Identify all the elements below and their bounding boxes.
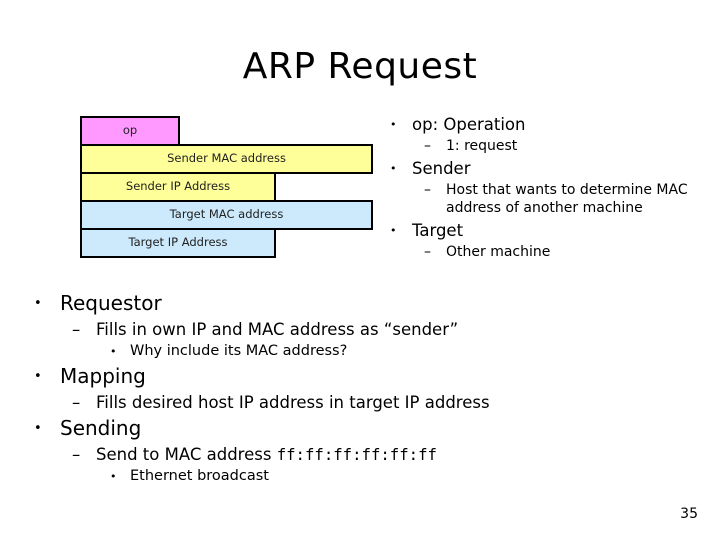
bullet-marker-icon: • xyxy=(110,470,117,483)
bullet-item: • Target xyxy=(390,220,690,242)
bullet-text-plain: Send to MAC address xyxy=(96,445,277,464)
packet-field-op: op xyxy=(80,116,180,146)
bullet-marker-icon: – xyxy=(424,181,431,198)
bullet-text: Sender xyxy=(412,158,471,178)
packet-field-target-ip-address: Target IP Address xyxy=(80,228,276,258)
bullet-marker-icon: • xyxy=(110,345,117,358)
bullet-marker-icon: • xyxy=(34,421,42,436)
bullet-item: • Mapping xyxy=(34,364,674,389)
bullet-text: op: Operation xyxy=(412,115,526,134)
right-bullet-list: •op: Operation–1: request•Sender–Host th… xyxy=(390,112,690,261)
packet-field-sender-mac-address: Sender MAC address xyxy=(80,144,373,174)
bullet-text: Other machine xyxy=(446,243,551,260)
bullet-text: Send to MAC address ff:ff:ff:ff:ff:ff xyxy=(96,444,674,465)
bullet-item: –Other machine xyxy=(424,243,690,262)
bullet-text: Mapping xyxy=(60,364,146,388)
packet-field-label: Sender MAC address xyxy=(167,151,286,166)
bullet-marker-icon: – xyxy=(72,445,81,464)
bullet-marker-icon: • xyxy=(34,369,42,384)
bullet-item: • Requestor xyxy=(34,291,674,316)
packet-field-label: op xyxy=(122,123,138,138)
bullet-text: Host that wants to determine MAC address… xyxy=(446,181,688,217)
bullet-item: –Fills desired host IP address in target… xyxy=(72,392,674,413)
bullet-marker-icon: – xyxy=(424,243,431,260)
bullet-marker-icon: – xyxy=(424,138,431,154)
bullet-text: 1: request xyxy=(446,138,518,154)
packet-field-label: Target MAC address xyxy=(169,207,284,222)
bullet-item: –Fills in own IP and MAC address as “sen… xyxy=(72,319,674,340)
page-title: ARP Request xyxy=(242,46,478,87)
bullet-marker-icon: • xyxy=(390,161,397,175)
bullet-item: • Ethernet broadcast xyxy=(110,467,674,486)
bullet-item: • Sending xyxy=(34,416,674,441)
bullet-text: Why include its MAC address? xyxy=(130,343,348,359)
packet-field-sender-ip-address: Sender IP Address xyxy=(80,172,276,202)
bullet-text: Sending xyxy=(60,416,142,440)
bullet-item: • op: Operation xyxy=(390,114,690,136)
bottom-bullet-list: •Requestor–Fills in own IP and MAC addre… xyxy=(34,288,674,486)
bullet-item: –1: request xyxy=(424,137,690,156)
bullet-item: • Sender xyxy=(390,158,690,180)
bullet-text: Fills in own IP and MAC address as “send… xyxy=(96,320,459,339)
bullet-marker-icon: – xyxy=(72,320,81,339)
packet-field-label: Target IP Address xyxy=(128,235,228,250)
bullet-item: • Why include its MAC address? xyxy=(110,342,674,361)
bullet-marker-icon: • xyxy=(34,296,42,311)
bullet-marker-icon: • xyxy=(390,223,397,237)
bullet-text: Ethernet broadcast xyxy=(130,468,269,484)
bullet-text: Target xyxy=(412,220,464,240)
packet-field-label: Sender IP Address xyxy=(125,179,231,194)
page-number: 35 xyxy=(680,506,698,522)
bullet-item: –Host that wants to determine MAC addres… xyxy=(424,181,690,218)
bullet-text: Fills desired host IP address in target … xyxy=(96,393,490,412)
bullet-item: –Send to MAC address ff:ff:ff:ff:ff:ff xyxy=(72,444,674,465)
bullet-marker-icon: • xyxy=(390,118,397,131)
bullet-text: Requestor xyxy=(60,291,162,315)
mac-address-value: ff:ff:ff:ff:ff:ff xyxy=(276,445,437,464)
packet-field-target-mac-address: Target MAC address xyxy=(80,200,373,230)
bullet-marker-icon: – xyxy=(72,393,81,412)
